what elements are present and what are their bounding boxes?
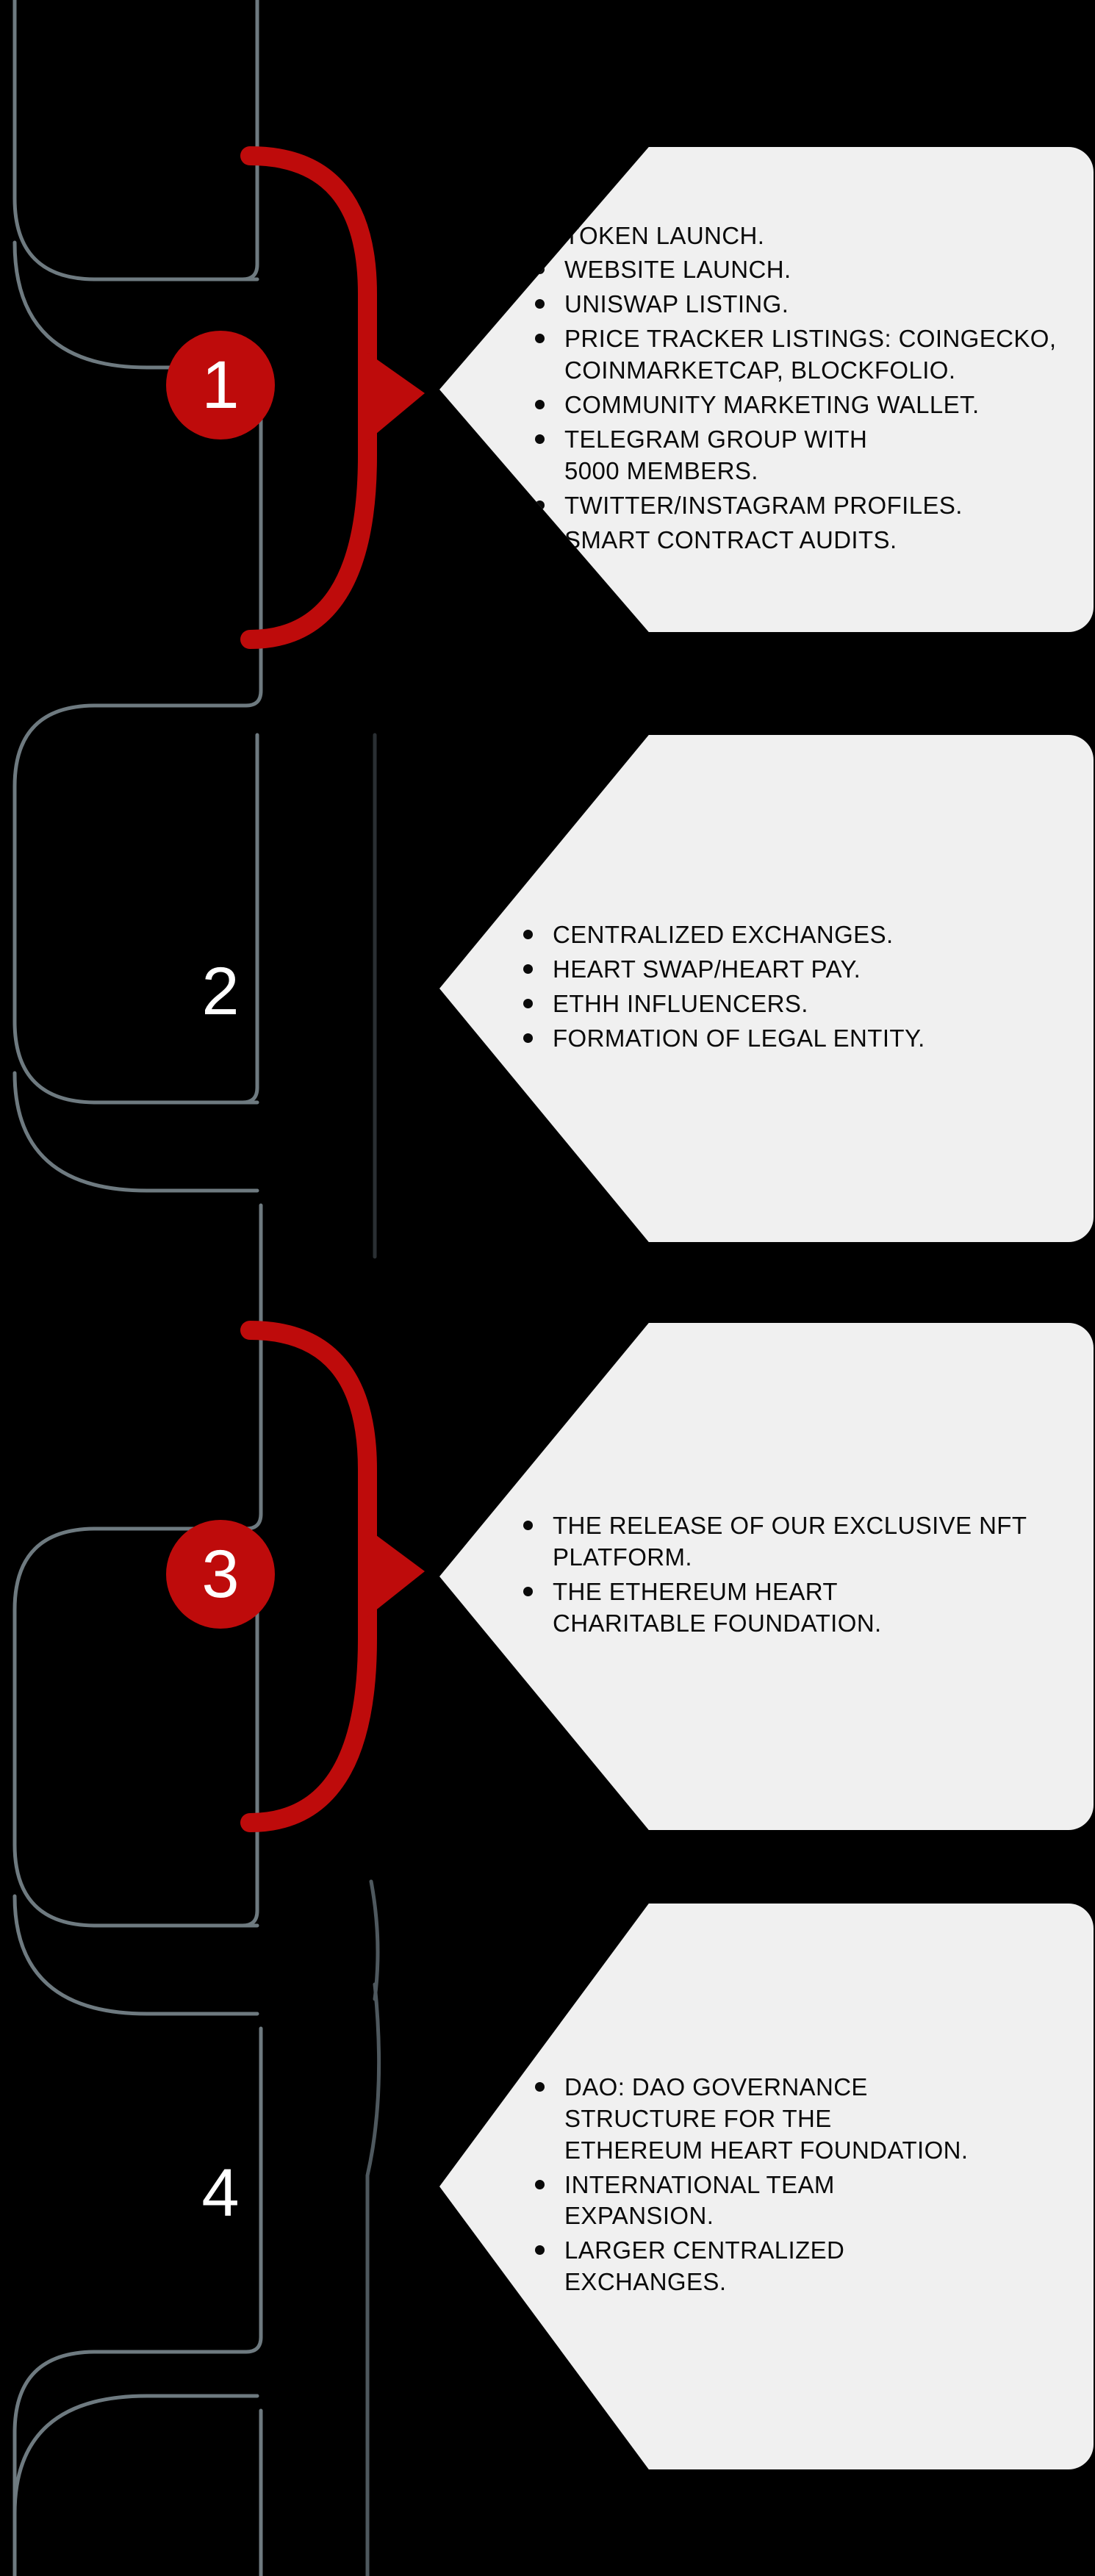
milestone-phase-2: 2 CENTRALIZED EXCHANGES. HEART SWAP/HEAR… — [0, 735, 1095, 1249]
badge-wrap-phase-1: 1 — [147, 331, 294, 440]
list-item: COMMUNITY MARKETING WALLET. — [532, 390, 1071, 421]
phase-items-list-1: TOKEN LAUNCH. WEBSITE LAUNCH. UNISWAP LI… — [532, 220, 1071, 556]
list-item: HEART SWAP/HEART PAY. — [520, 954, 1071, 986]
badge-wrap-phase-4: 4 — [147, 2139, 294, 2247]
list-item: UNISWAP LISTING. — [532, 289, 1071, 320]
phase-number-badge-2[interactable]: 2 — [166, 937, 275, 1046]
list-item: THE ETHEREUM HEART CHARITABLE FOUNDATION… — [520, 1576, 902, 1640]
phase-panel-3[interactable]: THE RELEASE OF OUR EXCLUSIVE NFT PLATFOR… — [439, 1323, 1094, 1830]
phase-items-list-2: CENTRALIZED EXCHANGES. HEART SWAP/HEART … — [520, 919, 1071, 1055]
phase-panel-4[interactable]: DAO: DAO GOVERNANCE STRUCTURE FOR THE ET… — [439, 1904, 1094, 2469]
phase-panel-2[interactable]: CENTRALIZED EXCHANGES. HEART SWAP/HEART … — [439, 735, 1094, 1242]
list-item: TWITTER/INSTAGRAM PROFILES. — [532, 490, 1071, 522]
phase-number-label: 2 — [201, 954, 240, 1029]
list-item: LARGER CENTRALIZED EXCHANGES. — [532, 2235, 900, 2298]
phase-number-label: 3 — [201, 1537, 240, 1612]
phase-number-label: 1 — [201, 348, 240, 423]
list-item: ETHH INFLUENCERS. — [520, 989, 1071, 1020]
list-item: THE RELEASE OF OUR EXCLUSIVE NFT PLATFOR… — [520, 1510, 1057, 1574]
list-item: INTERNATIONAL TEAM EXPANSION. — [532, 2170, 914, 2233]
phase-number-badge-3[interactable]: 3 — [166, 1520, 275, 1629]
list-item: DAO: DAO GOVERNANCE STRUCTURE FOR THE ET… — [532, 2072, 973, 2167]
list-item: TELEGRAM GROUP WITH 5000 MEMBERS. — [532, 424, 914, 487]
milestone-phase-3: 3 THE RELEASE OF OUR EXCLUSIVE NFT PLATF… — [0, 1316, 1095, 1830]
phase-items-list-3: THE RELEASE OF OUR EXCLUSIVE NFT PLATFOR… — [520, 1510, 1071, 1640]
list-item: PRICE TRACKER LISTINGS: COINGECKO, COINM… — [532, 323, 1071, 387]
phase-panel-1[interactable]: TOKEN LAUNCH. WEBSITE LAUNCH. UNISWAP LI… — [439, 147, 1094, 632]
phase-number-label: 4 — [201, 2156, 240, 2231]
list-item: CENTRALIZED EXCHANGES. — [520, 919, 1071, 951]
badge-wrap-phase-2: 2 — [147, 937, 294, 1046]
phase-items-list-4: DAO: DAO GOVERNANCE STRUCTURE FOR THE ET… — [532, 2072, 1071, 2298]
badge-wrap-phase-3: 3 — [147, 1520, 294, 1629]
list-item: WEBSITE LAUNCH. — [532, 254, 1071, 286]
list-item: FORMATION OF LEGAL ENTITY. — [520, 1023, 1071, 1055]
milestone-phase-4: 4 DAO: DAO GOVERNANCE STRUCTURE FOR THE … — [0, 1904, 1095, 2491]
phase-number-badge-1[interactable]: 1 — [166, 331, 275, 440]
list-item: TOKEN LAUNCH. — [532, 220, 1071, 252]
milestone-phase-1: 1 TOKEN LAUNCH. WEBSITE LAUNCH. UNISWAP … — [0, 132, 1095, 647]
phase-number-badge-4[interactable]: 4 — [166, 2139, 275, 2247]
list-item: SMART CONTRACT AUDITS. — [532, 525, 1071, 556]
